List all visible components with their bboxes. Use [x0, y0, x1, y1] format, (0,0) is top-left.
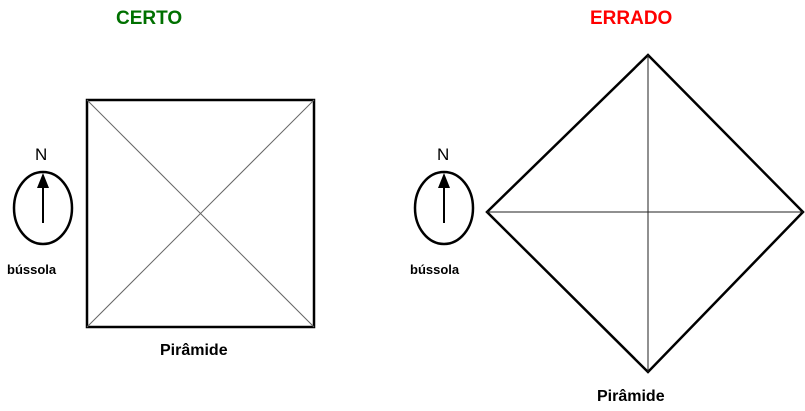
compass-ring-left: [12, 170, 74, 246]
correct-title: CERTO: [116, 8, 183, 29]
pyramid-square-left: [85, 98, 316, 329]
north-label-right: N: [437, 145, 450, 164]
compass-label-right: bússola: [410, 262, 460, 277]
wrong-title: ERRADO: [590, 8, 673, 29]
pyramid-label-left: Pirâmide: [160, 342, 228, 359]
north-label-left: N: [35, 145, 48, 164]
pyramid-label-right: Pirâmide: [597, 388, 665, 405]
panel-wrong: [413, 53, 805, 374]
compass-arrowhead-right: [438, 173, 450, 188]
pyramid-diamond-right: [485, 53, 805, 374]
compass-label-left: bússola: [7, 262, 57, 277]
panel-correct: [12, 98, 316, 329]
compass-arrowhead-left: [37, 173, 49, 188]
compass-ring-right: [413, 170, 475, 246]
pyramid-diagonal-left-2: [86, 99, 315, 328]
